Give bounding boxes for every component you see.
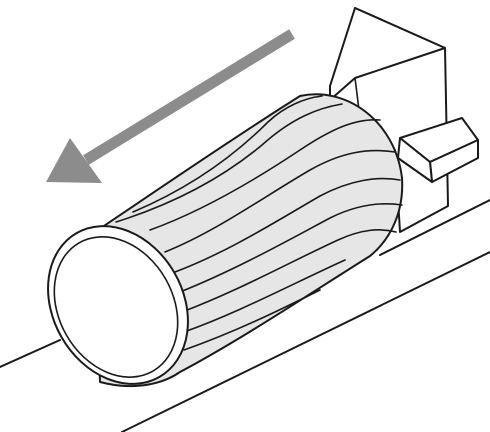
direction-arrow	[46, 29, 295, 183]
tool-rest	[397, 117, 479, 183]
end-face-outer	[47, 225, 189, 385]
rail-back-edge-left	[0, 339, 61, 368]
grain-line-7	[181, 229, 397, 313]
arrow-head	[46, 138, 102, 183]
tool-rest-side	[397, 137, 433, 183]
end-face-inner	[53, 236, 179, 378]
grain-line-2	[132, 95, 323, 213]
grain-line-4	[164, 149, 396, 253]
grain-line-6	[179, 203, 403, 293]
grain-line-8	[183, 259, 346, 333]
base-rail	[0, 199, 490, 432]
bracket-top-face	[329, 7, 446, 101]
grain-line-9	[183, 289, 321, 351]
grain-line-1	[115, 103, 343, 223]
grain-line-5	[174, 177, 401, 273]
arrow-shaft	[83, 29, 295, 165]
grain-line-3	[149, 119, 381, 231]
log-end-face	[47, 225, 189, 385]
rail-front-edge	[121, 251, 490, 432]
wood-grain	[115, 95, 403, 351]
rail-back-edge-right	[379, 199, 490, 256]
